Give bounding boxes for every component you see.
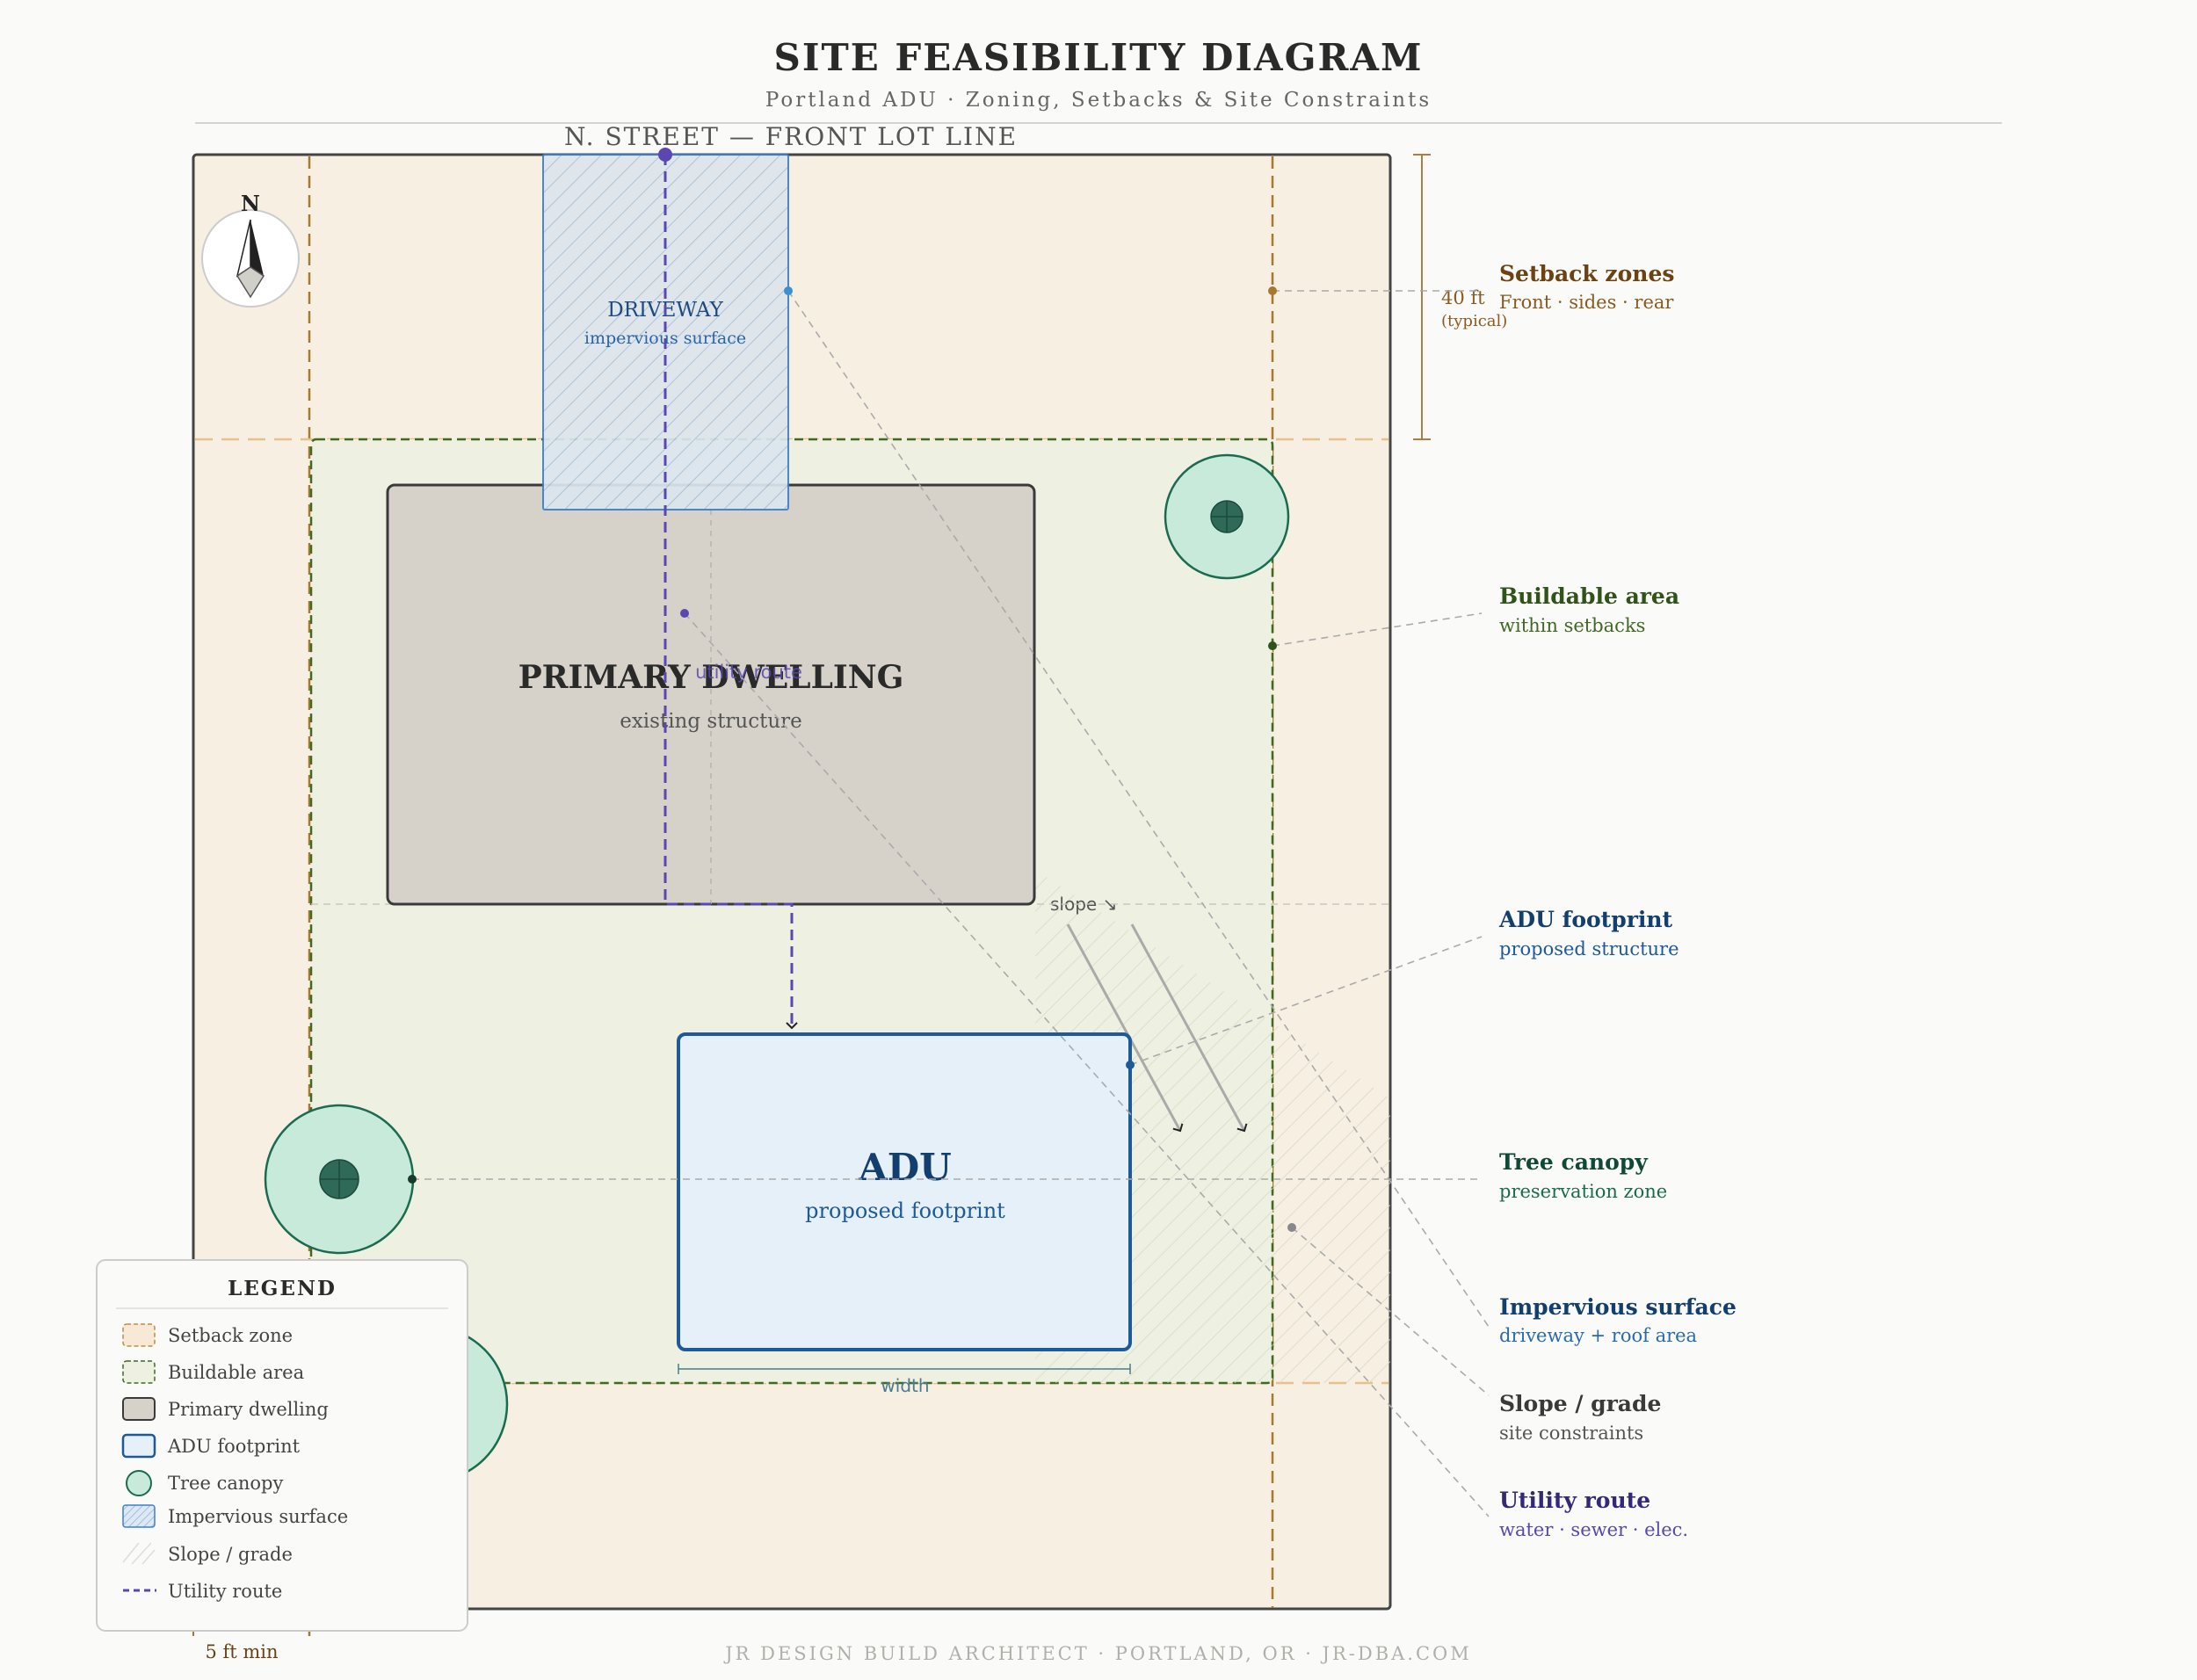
primary-dwelling-title: PRIMARY DWELLING xyxy=(518,659,904,696)
legend-label: ADU footprint xyxy=(167,1436,301,1457)
callout-title: Utility route xyxy=(1499,1488,1650,1513)
legend-title: LEGEND xyxy=(228,1277,337,1300)
slope-label: slope ↘ xyxy=(1050,894,1117,915)
side-setback-value: 5 ft min xyxy=(205,1641,278,1662)
callout-slope-grade: Slope / grade site constraints xyxy=(1499,1391,1661,1444)
adu-subtitle: proposed footprint xyxy=(805,1198,1005,1223)
callout-subtitle: proposed structure xyxy=(1499,938,1679,959)
legend-swatch-slope xyxy=(122,1542,156,1565)
legend-label: Slope / grade xyxy=(168,1544,293,1565)
page-title: SITE FEASIBILITY DIAGRAM xyxy=(774,36,1424,79)
utility-route xyxy=(663,155,798,1030)
legend-label: Tree canopy xyxy=(168,1473,283,1494)
callout-adu-footprint: ADU footprint proposed structure xyxy=(1498,907,1679,959)
callout-subtitle: water · sewer · elec. xyxy=(1499,1519,1688,1540)
callout-utility-route: Utility route water · sewer · elec. xyxy=(1499,1488,1688,1540)
legend-swatch-tree xyxy=(126,1470,152,1496)
tree-canopy-ne xyxy=(1164,453,1290,580)
callout-tree-canopy: Tree canopy preservation zone xyxy=(1499,1149,1667,1202)
leader-dots xyxy=(408,286,1296,1232)
adu-footprint xyxy=(677,1032,1132,1351)
adu-title: ADU xyxy=(858,1146,952,1189)
primary-dwelling-subtitle: existing structure xyxy=(620,710,802,733)
legend-panel xyxy=(96,1259,468,1632)
callout-subtitle: within setbacks xyxy=(1499,615,1645,636)
utility-route-label: utility route xyxy=(695,662,802,683)
callout-subtitle: Front · sides · rear xyxy=(1499,292,1674,313)
callout-title: Buildable area xyxy=(1499,583,1679,609)
legend-label: Buildable area xyxy=(168,1362,304,1383)
legend-label: Primary dwelling xyxy=(168,1399,329,1420)
callout-title: Impervious surface xyxy=(1499,1294,1737,1320)
slope-arrow xyxy=(1130,923,1248,1133)
legend-label: Utility route xyxy=(168,1581,282,1602)
legend-swatch-adu xyxy=(121,1433,156,1459)
callout-subtitle: driveway + roof area xyxy=(1499,1325,1697,1346)
tree-canopy-w xyxy=(264,1104,415,1255)
footer-credit: JR DESIGN BUILD ARCHITECT · PORTLAND, OR… xyxy=(723,1643,1472,1664)
legend-label: Impervious surface xyxy=(168,1506,348,1527)
slope-arrow xyxy=(1066,923,1184,1133)
legend-swatch-impervious xyxy=(122,1504,156,1528)
legend-label: Setback zone xyxy=(168,1325,293,1346)
front-setback-note: (typical) xyxy=(1441,312,1507,330)
callout-buildable-area: Buildable area within setbacks xyxy=(1499,583,1679,636)
legend-swatch-buildable xyxy=(122,1360,156,1384)
callout-title: ADU footprint xyxy=(1498,907,1673,932)
utility-connection-point xyxy=(658,148,672,162)
callout-title: Slope / grade xyxy=(1499,1391,1661,1416)
callout-subtitle: site constraints xyxy=(1499,1423,1643,1444)
legend-swatch-dwelling xyxy=(122,1397,156,1421)
adu-width-label: width xyxy=(881,1375,929,1396)
legend: LEGEND Setback zone Buildable area Prima… xyxy=(96,1259,468,1632)
street-label: N. STREET — FRONT LOT LINE xyxy=(564,122,1018,151)
legend-swatch-setback xyxy=(122,1323,156,1347)
north-arrow xyxy=(201,209,300,308)
callout-setback-zones: Setback zones Front · sides · rear xyxy=(1499,261,1674,313)
north-letter: N xyxy=(241,191,260,216)
callout-subtitle: preservation zone xyxy=(1499,1181,1667,1202)
callout-title: Setback zones xyxy=(1499,261,1674,286)
callout-title: Tree canopy xyxy=(1499,1149,1649,1175)
leader-lines xyxy=(412,290,1490,1517)
page-subtitle: Portland ADU · Zoning, Setbacks & Site C… xyxy=(765,89,1432,112)
callout-impervious-surface: Impervious surface driveway + roof area xyxy=(1499,1294,1737,1346)
